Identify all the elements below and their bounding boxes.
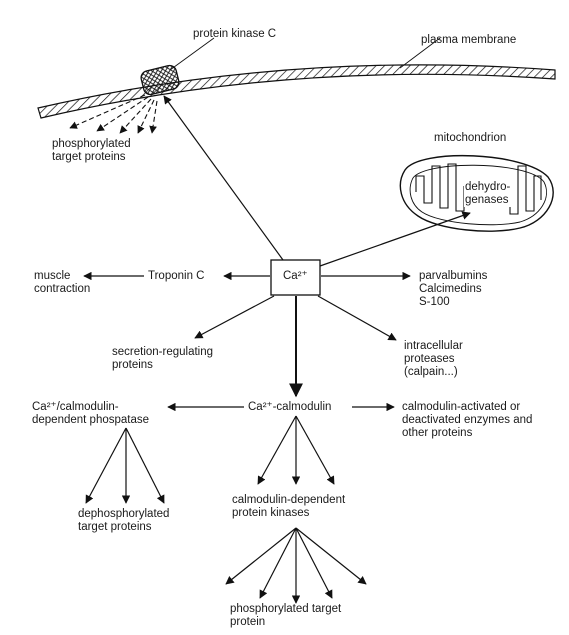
ca-calmodulin-phosphatase-label: Ca²⁺/calmodulin- dependent phospatase bbox=[32, 401, 149, 427]
phosphorylated-target-protein-label: phosphorylated target protein bbox=[230, 603, 341, 629]
dephosphorylated-target-proteins-label: dephosphorylated target proteins bbox=[78, 508, 169, 534]
troponin-c-label: Troponin C bbox=[148, 270, 204, 283]
arrow-ca-to-secretion bbox=[195, 296, 274, 338]
protein-kinase-c-label: protein kinase C bbox=[193, 28, 276, 41]
arrow-ca-to-pkc bbox=[164, 96, 283, 260]
intracellular-proteases-label: intracellular proteases (calpain...) bbox=[404, 340, 463, 379]
plasma-membrane-band bbox=[38, 65, 555, 118]
plasma-membrane-label: plasma membrane bbox=[421, 34, 516, 47]
calmodulin-dependent-kinases-label: calmodulin-dependent protein kinases bbox=[232, 494, 345, 520]
muscle-contraction-label: muscle contraction bbox=[34, 270, 90, 296]
ca-binding-proteins-label: parvalbumins Calcimedins S-100 bbox=[419, 270, 487, 309]
ca-calmodulin-label: Ca²⁺-calmodulin bbox=[248, 401, 331, 414]
calcium-ion-label: Ca²⁺ bbox=[283, 270, 308, 283]
secretion-regulating-proteins-label: secretion-regulating proteins bbox=[112, 346, 213, 372]
dehydrogenases-label: dehydro- genases bbox=[464, 181, 511, 207]
calmodulin-activated-enzymes-label: calmodulin-activated or deactivated enzy… bbox=[402, 401, 532, 440]
phosphorylated-target-proteins-label: phosphorylated target proteins bbox=[52, 138, 131, 164]
arrow-ca-to-proteases bbox=[318, 296, 396, 340]
mitochondrion-label: mitochondrion bbox=[434, 132, 506, 145]
arrow-ca-to-mitochondrion bbox=[320, 213, 470, 266]
